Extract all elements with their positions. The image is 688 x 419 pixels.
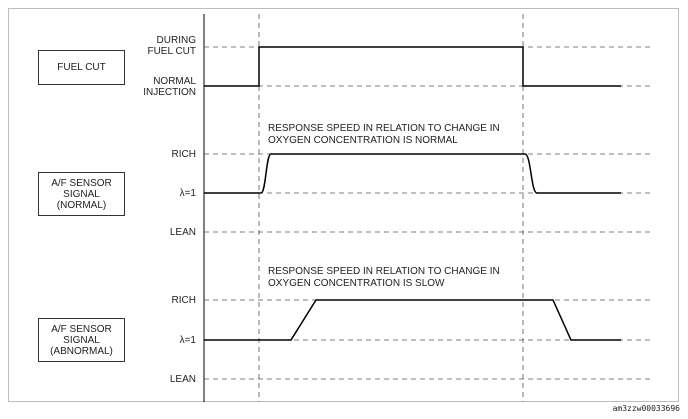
label-lambda-normal: λ=1: [179, 188, 196, 199]
af-abnormal-line-1: A/F SENSOR: [51, 323, 112, 335]
af-abnormal-line-2: SIGNAL: [63, 334, 100, 346]
label-lambda-abnormal: λ=1: [179, 335, 196, 346]
af-sensor-normal-box: A/F SENSOR SIGNAL (NORMAL): [38, 172, 125, 216]
label-during-fuel-cut: DURING FUEL CUT: [147, 35, 196, 57]
fuel-cut-signal: [204, 46, 621, 87]
af-normal-line-1: A/F SENSOR: [51, 177, 112, 189]
af-sensor-abnormal-box: A/F SENSOR SIGNAL (ABNORMAL): [38, 318, 125, 362]
label-lean-abnormal: LEAN: [169, 374, 196, 385]
label-normal-injection: NORMAL INJECTION: [143, 76, 196, 98]
af-sensor-abnormal-signal: [204, 299, 621, 341]
label-rich-normal: RICH: [171, 149, 196, 160]
diagram-frame: [8, 8, 679, 402]
reference-code: am3zzw00033696: [612, 404, 680, 413]
af-normal-line-2: SIGNAL: [63, 188, 100, 200]
fuel-cut-box-label: FUEL CUT: [57, 62, 106, 73]
annotation-slow-response: RESPONSE SPEED IN RELATION TO CHANGE IN …: [268, 266, 500, 289]
af-abnormal-line-3: (ABNORMAL): [50, 345, 113, 357]
label-lean-normal: LEAN: [169, 227, 196, 238]
af-normal-line-3: (NORMAL): [56, 199, 107, 211]
fuel-cut-box: FUEL CUT: [38, 50, 125, 85]
annotation-normal-response: RESPONSE SPEED IN RELATION TO CHANGE IN …: [268, 123, 500, 146]
label-rich-abnormal: RICH: [171, 295, 196, 306]
af-sensor-normal-signal: [204, 153, 621, 194]
